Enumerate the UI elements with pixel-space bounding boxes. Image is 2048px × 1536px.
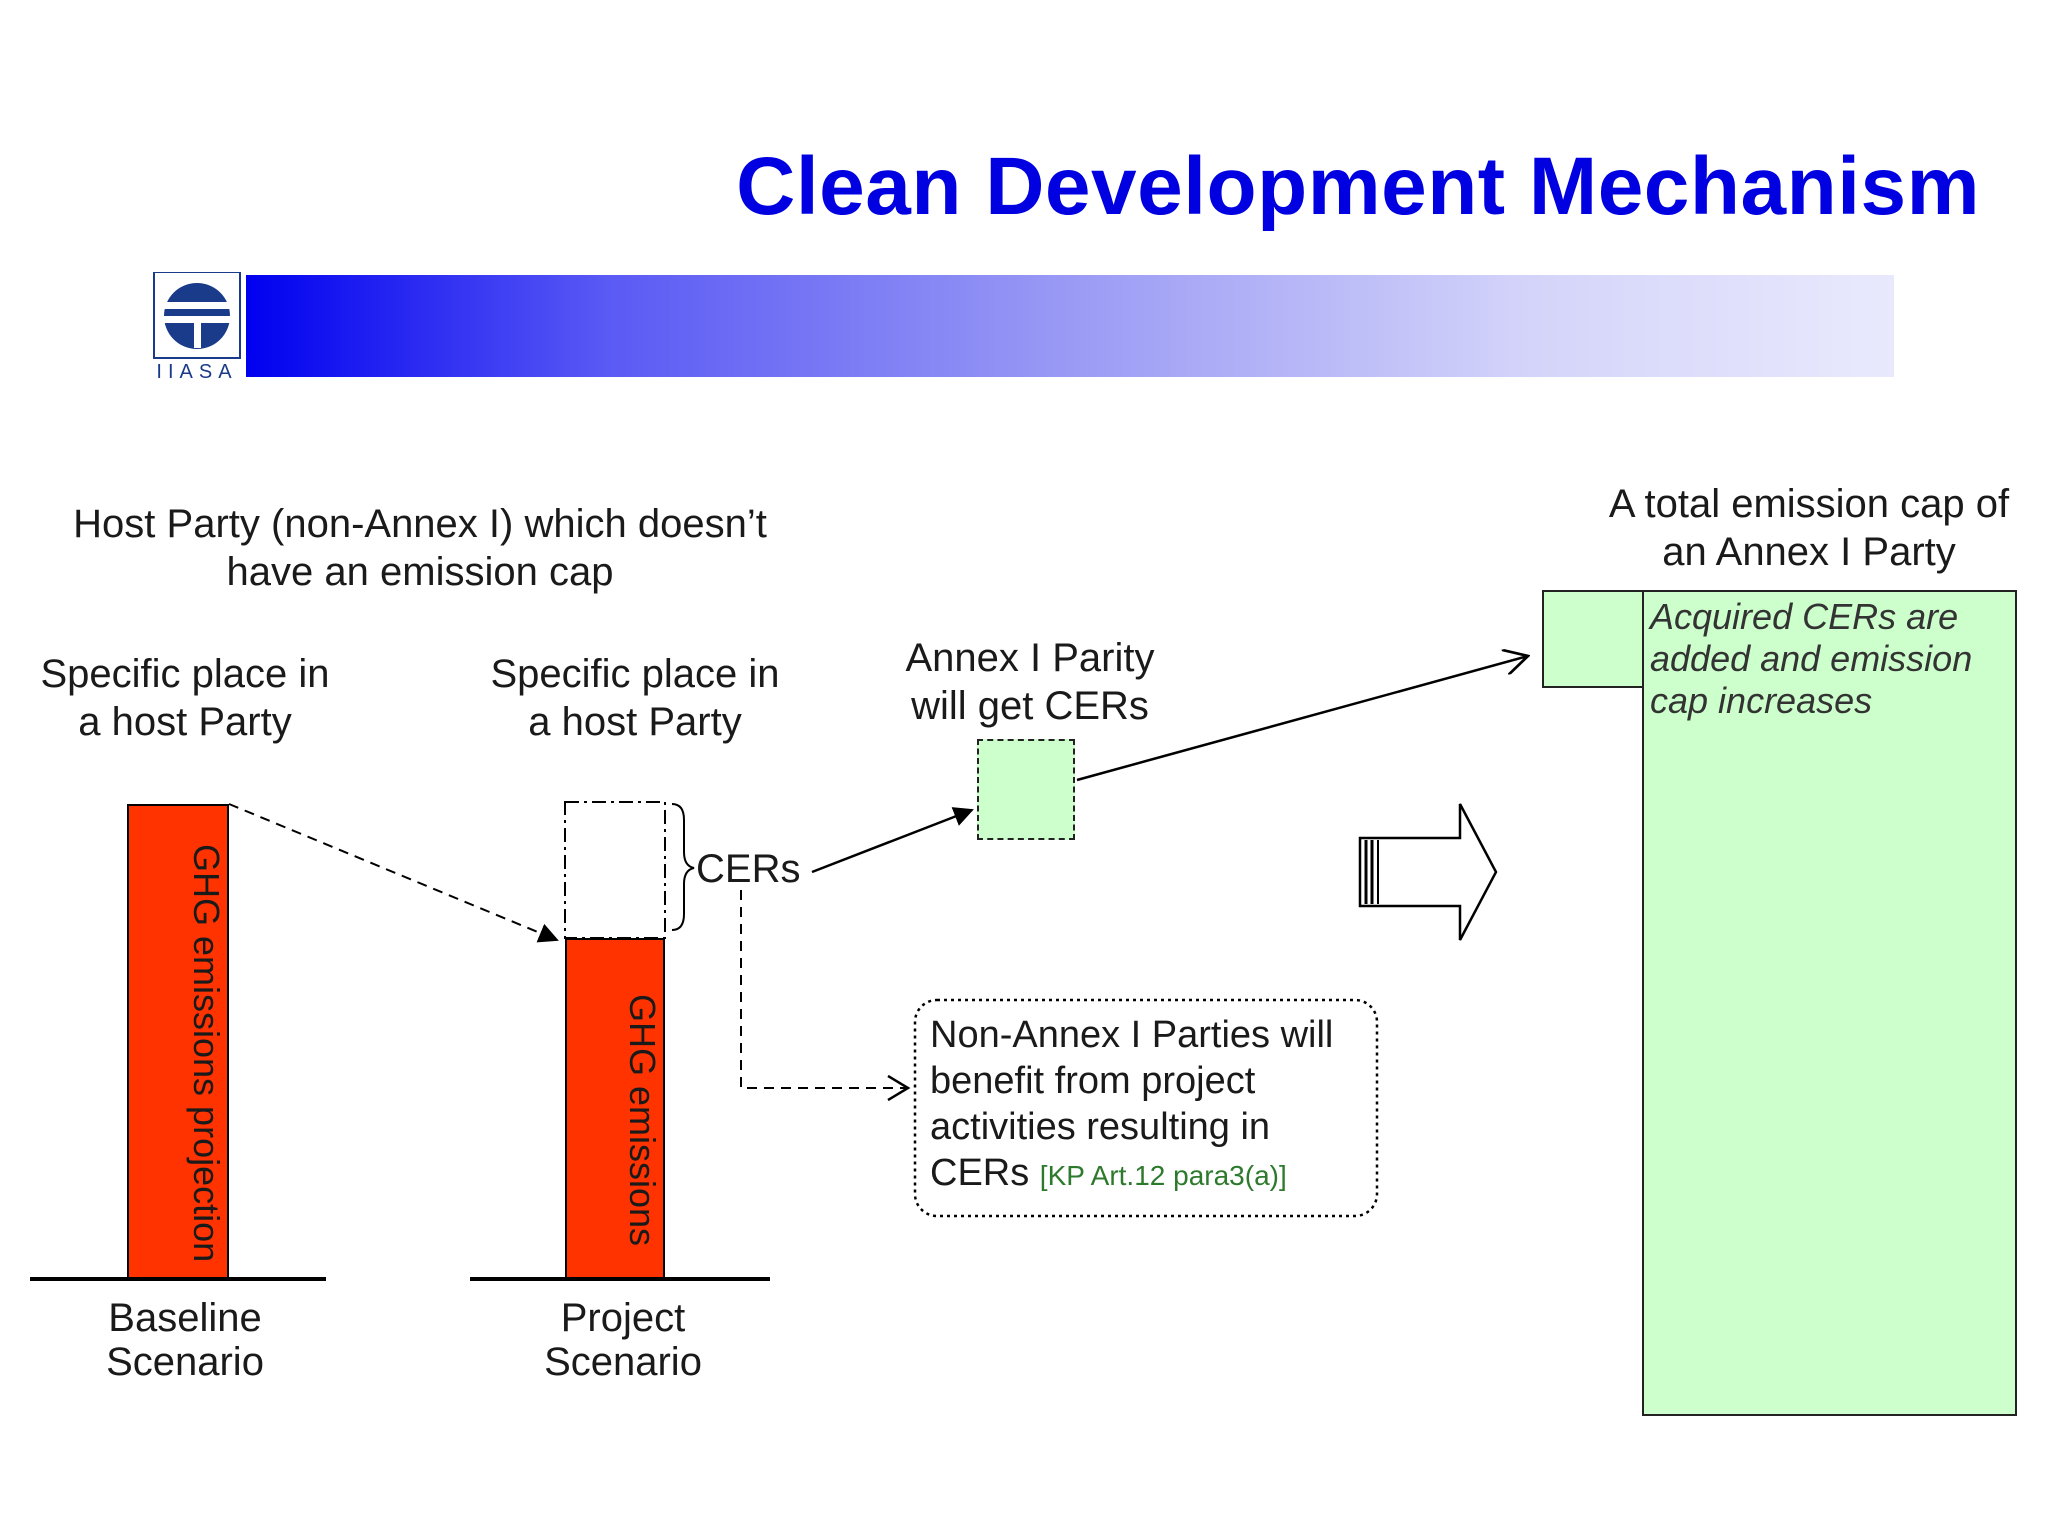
cers-label: CERs: [696, 847, 801, 891]
annex-cer-box: [977, 739, 1075, 840]
annex-to-cap-arrow: [1076, 656, 1528, 782]
reduction-dashed-box: [564, 801, 666, 939]
total-cap-label: A total emission cap of an Annex I Party: [1570, 480, 2048, 576]
benefit-arrowhead: [887, 1074, 911, 1102]
project-place-line1: Specific place in: [490, 652, 780, 696]
project-place-label: Specific place in a host Party: [470, 650, 800, 746]
cers-to-annex-arrow: [811, 807, 974, 874]
slide-title: Clean Development Mechanism: [736, 141, 1980, 232]
cap-note-line1: Acquired CERs are: [1650, 596, 1959, 637]
host-party-line2: have an emission cap: [226, 550, 614, 594]
cap-increase-note: Acquired CERs are added and emission cap…: [1650, 596, 2010, 722]
benefit-line1: Non-Annex I Parties will: [930, 1014, 1334, 1056]
host-party-heading: Host Party (non-Annex I) which doesn’t h…: [20, 500, 820, 596]
cers-brace: [671, 803, 695, 931]
baseline-scenario-label: Baseline Scenario: [40, 1296, 330, 1384]
project-scenario-line1: Project: [560, 1296, 686, 1340]
total-cap-line2: an Annex I Party: [1662, 530, 1956, 574]
annex-get-line1: Annex I Parity: [905, 636, 1155, 680]
benefit-line4: CERs: [930, 1152, 1030, 1194]
baseline-place-label: Specific place in a host Party: [20, 650, 350, 746]
project-place-line2: a host Party: [528, 700, 742, 744]
cers-to-benefit-line: [740, 890, 908, 1089]
reduction-dashed-arrow: [228, 803, 559, 943]
project-scenario-line2: Scenario: [544, 1340, 702, 1384]
iiasa-logo: IIASA: [152, 271, 242, 384]
block-arrow-icon: [1358, 803, 1498, 941]
total-cap-line1: A total emission cap of: [1608, 482, 2010, 526]
benefit-text: Non-Annex I Parties will benefit from pr…: [930, 1012, 1390, 1199]
baseline-scenario-line1: Baseline: [108, 1296, 262, 1340]
cap-note-line3: cap increases: [1650, 680, 1873, 721]
cap-note-line2: added and emission: [1650, 638, 1973, 679]
annex-get-line2: will get CERs: [911, 684, 1149, 728]
project-emissions-bar: GHG emissions: [565, 938, 665, 1279]
baseline-scenario-line2: Scenario: [106, 1340, 264, 1384]
annex-get-label: Annex I Parity will get CERs: [880, 634, 1180, 730]
host-party-line1: Host Party (non-Annex I) which doesn’t: [73, 502, 767, 546]
baseline-place-line2: a host Party: [78, 700, 292, 744]
benefit-line3: activities resulting in: [930, 1106, 1271, 1148]
kp-reference: [KP Art.12 para3(a)]: [1039, 1160, 1287, 1191]
baseline-emissions-bar: GHG emissions projection: [127, 804, 229, 1279]
baseline-bar-label: GHG emissions projection: [186, 844, 227, 1263]
baseline-place-line1: Specific place in: [40, 652, 330, 696]
project-scenario-label: Project Scenario: [478, 1296, 768, 1384]
benefit-box: [913, 998, 1379, 1218]
acquired-cer-block: [1542, 590, 1644, 688]
header-banner: [246, 275, 1894, 377]
benefit-line2: benefit from project: [930, 1060, 1256, 1102]
project-bar-label: GHG emissions: [622, 994, 663, 1247]
total-cap-column: [1642, 590, 2017, 1416]
logo-text: IIASA: [156, 361, 237, 383]
